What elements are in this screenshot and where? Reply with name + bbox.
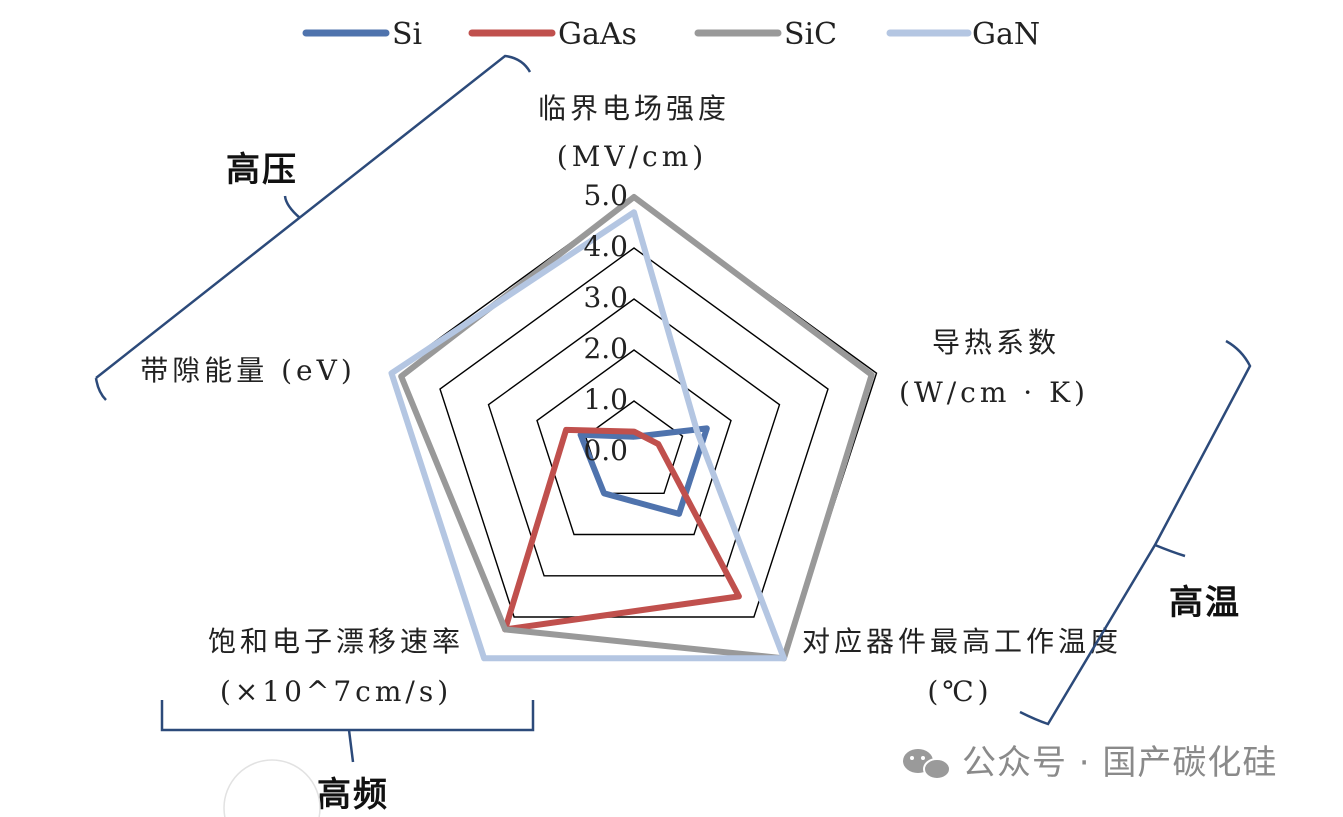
wechat-icon — [903, 749, 951, 780]
tick-label-0.0: 0.0 — [583, 434, 628, 467]
radar-series — [388, 194, 875, 662]
radar-ticks: 0.0 1.0 2.0 3.0 4.0 5.0 — [583, 179, 628, 467]
tick-label-4.0: 4.0 — [583, 230, 628, 263]
tick-label-3.0: 3.0 — [583, 281, 628, 314]
group-label-high-frequency: 高频 — [317, 775, 389, 815]
legend-item-gaas[interactable]: GaAs — [468, 17, 637, 52]
legend-item-sic[interactable]: SiC — [694, 17, 837, 52]
legend-item-gan[interactable]: GaN — [886, 17, 1040, 52]
series-line-gan — [388, 209, 787, 662]
axis-label-bandgap: 带隙能量 (eV) — [140, 354, 356, 387]
bracket-high-temperature — [1019, 339, 1252, 726]
axis-unit-max-temperature: (℃) — [927, 675, 992, 708]
series-line-sic — [398, 194, 875, 662]
legend-label-si: Si — [392, 17, 422, 52]
axis-label-max-temperature: 对应器件最高工作温度 — [802, 625, 1122, 658]
legend-label-gan: GaN — [972, 17, 1040, 52]
axis-unit-electron-velocity: (×10^7cm/s) — [220, 675, 452, 708]
axis-unit-critical-field: (MV/cm) — [557, 140, 707, 173]
decorative-circle — [223, 759, 321, 817]
legend-label-sic: SiC — [784, 17, 837, 52]
bracket-high-frequency — [160, 700, 535, 763]
bracket-high-voltage — [94, 54, 532, 401]
legend-item-si[interactable]: Si — [302, 17, 422, 52]
tick-label-5.0: 5.0 — [583, 179, 628, 212]
watermark-text: 公众号 · 国产碳化硅 — [962, 743, 1277, 783]
group-label-high-voltage: 高压 — [226, 150, 298, 190]
legend-label-gaas: GaAs — [558, 17, 637, 52]
grid-ring-4.0 — [439, 247, 829, 618]
axis-unit-thermal-conductivity: (W/cm · K) — [899, 376, 1089, 409]
grid-ring-3.0 — [487, 298, 781, 577]
legend: Si GaAs SiC GaN — [302, 17, 1040, 52]
tick-label-2.0: 2.0 — [583, 332, 628, 365]
axis-label-critical-field: 临界电场强度 — [538, 92, 730, 125]
watermark: 公众号 · 国产碳化硅 — [903, 743, 1277, 783]
grid-ring-2.0 — [536, 349, 732, 536]
axis-label-electron-velocity: 饱和电子漂移速率 — [208, 625, 464, 658]
series-line-gaas — [502, 426, 742, 633]
tick-label-1.0: 1.0 — [583, 383, 628, 416]
group-label-high-temperature: 高温 — [1169, 583, 1241, 623]
axis-label-thermal-conductivity: 导热系数 — [932, 326, 1060, 359]
